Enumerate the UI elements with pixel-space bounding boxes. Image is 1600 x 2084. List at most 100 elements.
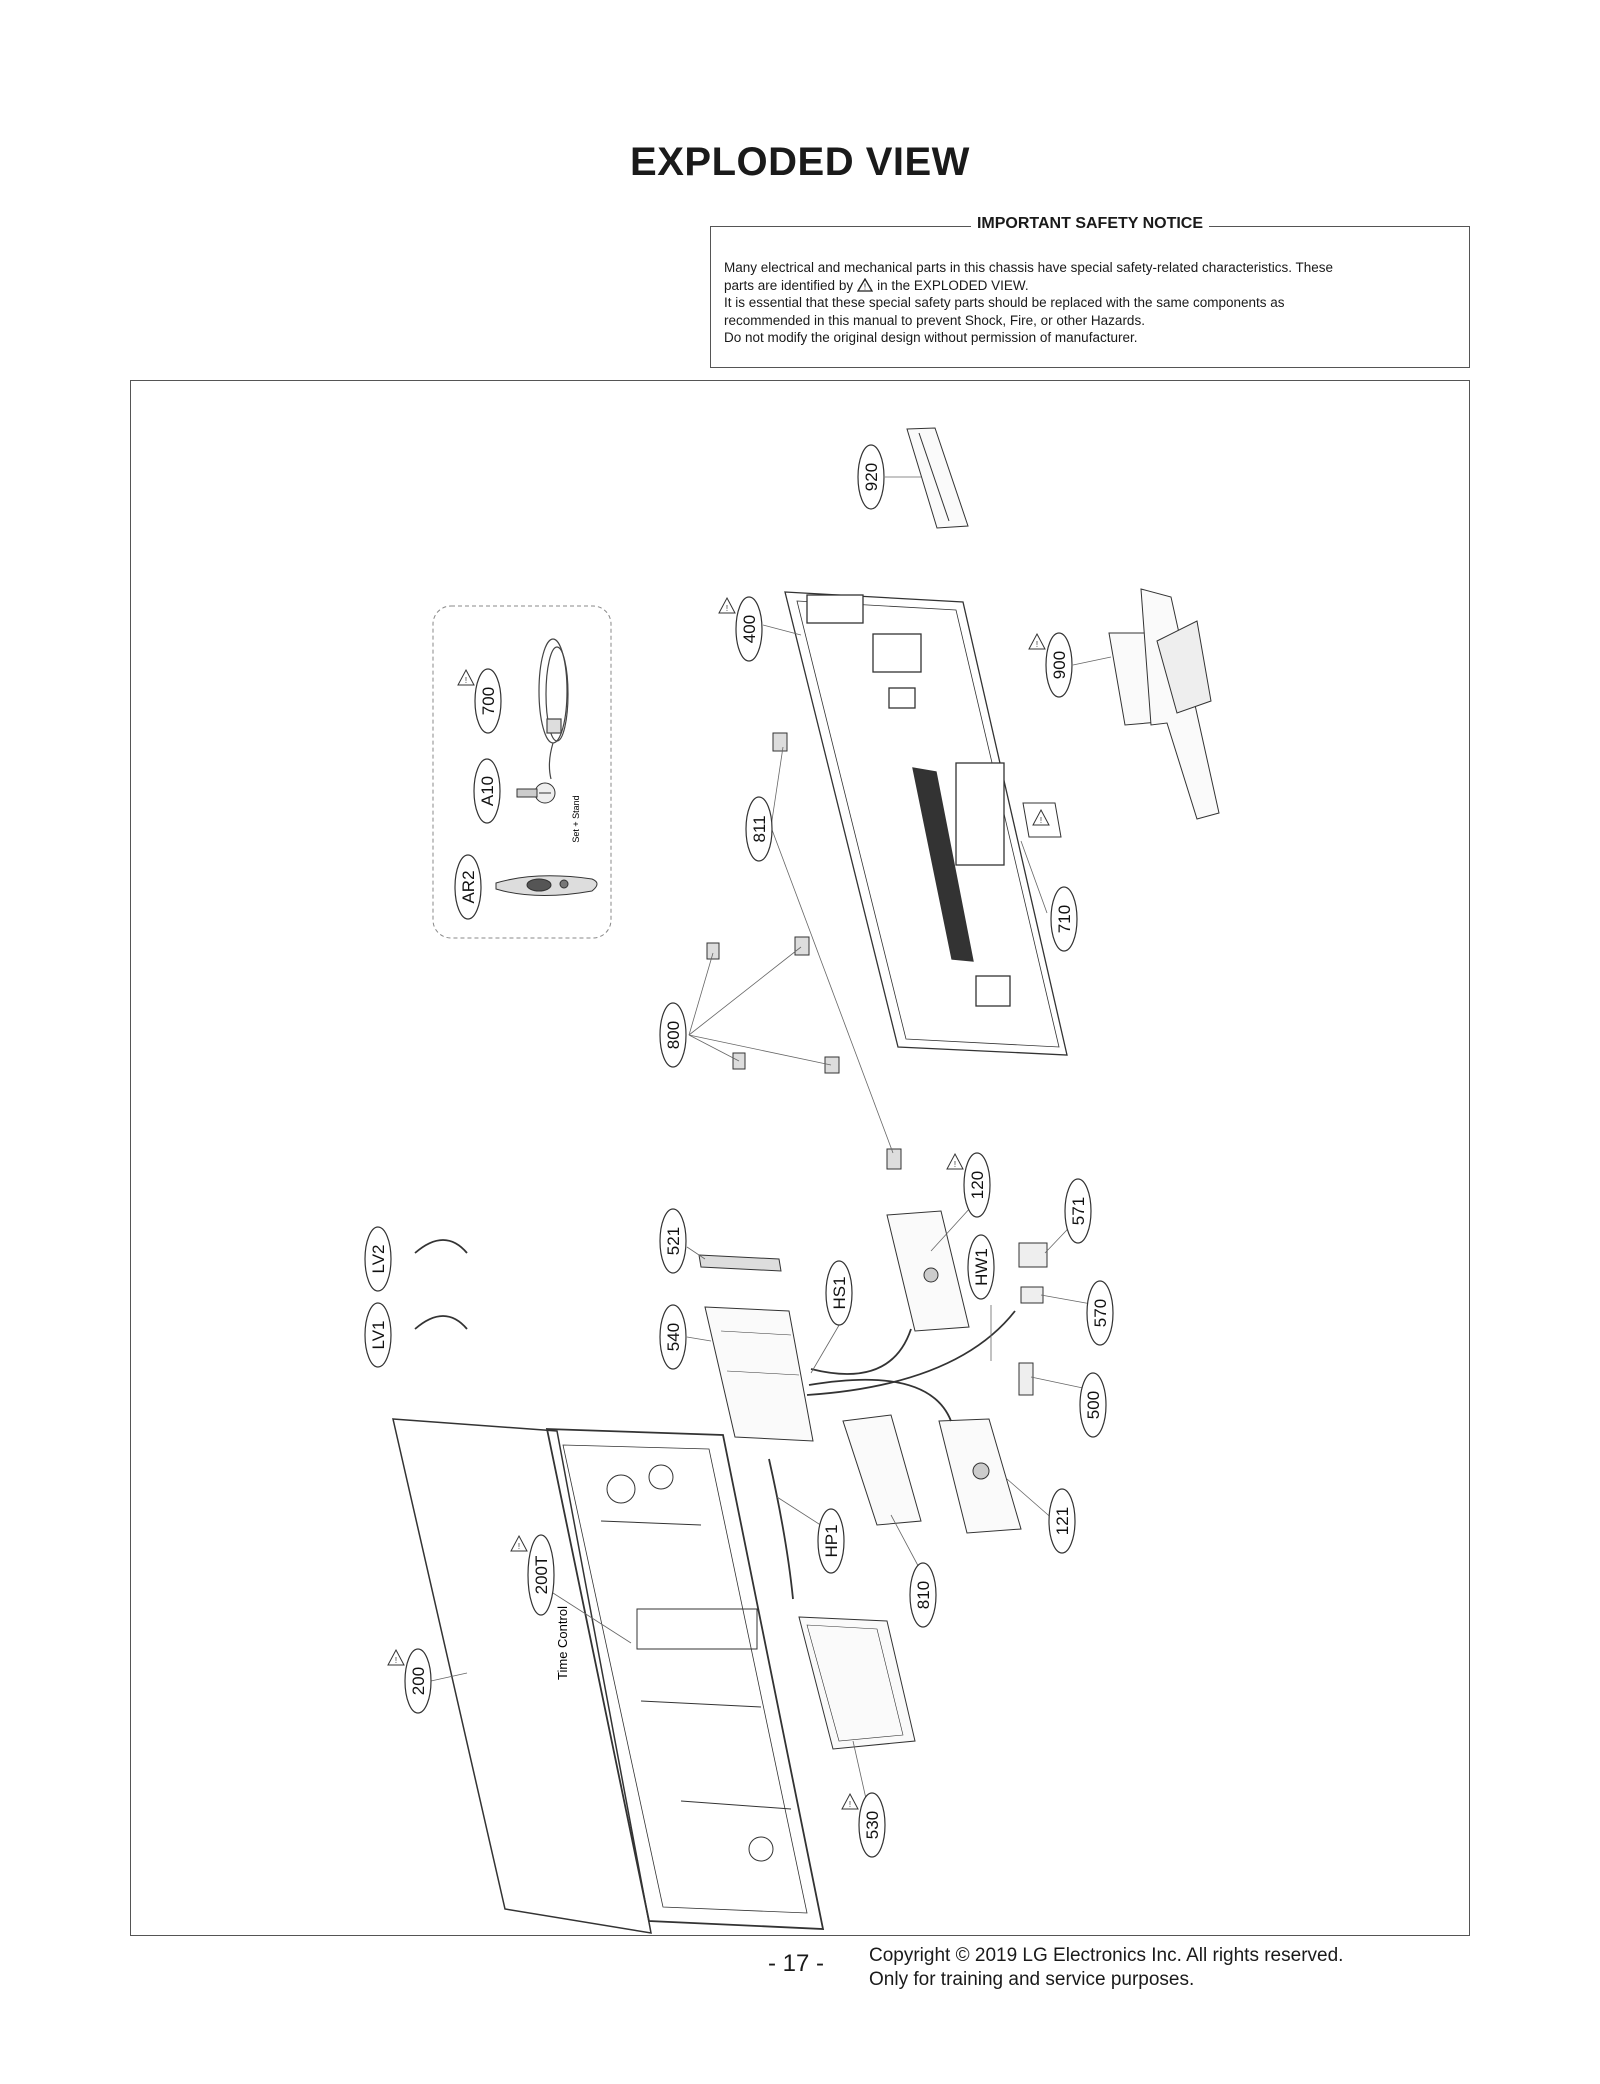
notice-line-3: It is essential that these special safet… (724, 295, 1285, 310)
part-label-530: 530 (841, 1792, 886, 1858)
part-label-oval (364, 1302, 392, 1368)
part-label-text: 521 (664, 1227, 683, 1255)
part-label-text: 710 (1055, 905, 1074, 933)
exploded-view-diagram: ! Set + Stand (130, 380, 1470, 1936)
warning-triangle-icon: ! (857, 277, 874, 292)
part-label-121: 121 (1048, 1488, 1076, 1554)
part-label-oval (364, 1226, 392, 1292)
part-label-hp1: HP1 (817, 1508, 845, 1574)
copyright-block: Copyright © 2019 LG Electronics Inc. All… (869, 1944, 1343, 1992)
part-label-570: 570 (1086, 1280, 1114, 1346)
warning-triangle-icon (718, 597, 736, 614)
notice-line-5: Do not modify the original design withou… (724, 330, 1138, 345)
part-label-text: 500 (1084, 1391, 1103, 1419)
part-label-hs1: HS1 (825, 1260, 853, 1326)
cover-plate-part (906, 427, 969, 529)
part-label-oval (1079, 1372, 1107, 1438)
frame-part (545, 1428, 825, 1930)
part-label-text: 540 (664, 1323, 683, 1351)
part-label-500: 500 (1079, 1372, 1107, 1438)
part-label-text: 571 (1069, 1197, 1088, 1225)
part-label-oval (909, 1562, 937, 1628)
notice-line-1: Many electrical and mechanical parts in … (724, 260, 1334, 275)
part-label-lv1: LV1 (364, 1302, 392, 1368)
part-label-text: 121 (1053, 1507, 1072, 1535)
part-label-lv2: LV2 (364, 1226, 392, 1292)
part-label-text: 811 (750, 815, 769, 842)
part-label-oval (1064, 1178, 1092, 1244)
speaker-121-part (938, 1418, 1022, 1534)
notice-line-4: recommended in this manual to prevent Sh… (724, 312, 1145, 328)
leader-lines-800 (688, 746, 894, 1154)
power-cord-part (538, 638, 569, 780)
part-label-oval (659, 1208, 687, 1274)
notice-line-2: parts are identified by!in the EXPLODED … (724, 277, 1458, 295)
warning-triangle-icon (1028, 633, 1046, 650)
part-label-oval (825, 1260, 853, 1326)
part-label-800: 800 (659, 1002, 687, 1068)
part-label-text: 700 (479, 687, 498, 715)
set-stand-text: Set + Stand (571, 795, 581, 842)
page-number: - 17 - (768, 1950, 825, 1977)
page-title: EXPLODED VIEW (630, 140, 970, 184)
part-label-ar2: AR2 (454, 854, 482, 920)
part-label-oval (858, 1792, 886, 1858)
stand-part (1108, 588, 1220, 820)
warning-triangle-icon (946, 1153, 964, 1170)
part-label-text: 200T (532, 1556, 551, 1595)
part-label-400: 400 (718, 596, 763, 662)
screw-part (516, 782, 556, 804)
copyright-line-2: Only for training and service purposes. (869, 1969, 1195, 1990)
part-label-text: HS1 (830, 1276, 849, 1309)
part-label-text: AR2 (459, 870, 478, 903)
part-label-text: HW1 (972, 1248, 991, 1286)
part-label-oval (1086, 1280, 1114, 1346)
part-label-text: 120 (968, 1171, 987, 1199)
part-label-text: HP1 (822, 1524, 841, 1557)
speaker-120-part (886, 1210, 970, 1332)
part-label-text: A10 (478, 776, 497, 806)
notice-line-2a: parts are identified by (724, 277, 854, 293)
board-571-part (1018, 1242, 1048, 1268)
time-control-text: Time Control (555, 1606, 570, 1680)
part-label-oval (735, 596, 763, 662)
back-cover-part (784, 591, 1068, 1056)
part-label-oval (527, 1534, 555, 1616)
part-label-oval (659, 1002, 687, 1068)
part-label-oval (857, 444, 885, 510)
part-label-120: 120 (946, 1152, 991, 1218)
part-label-540: 540 (659, 1304, 687, 1370)
part-label-oval (1045, 632, 1073, 698)
part-label-oval (454, 854, 482, 920)
part-label-521: 521 (659, 1208, 687, 1274)
part-label-text: 900 (1050, 651, 1069, 679)
part-label-920: 920 (857, 444, 885, 510)
part-label-text: 530 (863, 1811, 882, 1839)
power-board-part (798, 1616, 916, 1750)
safety-notice-box: IMPORTANT SAFETY NOTICE Many electrical … (710, 215, 1470, 368)
part-label-oval (404, 1648, 432, 1714)
bracket-521-part (698, 1254, 782, 1272)
part-label-oval (473, 758, 501, 824)
safety-notice-body: Many electrical and mechanical parts in … (724, 259, 1458, 347)
part-label-hw1: HW1 (967, 1234, 995, 1300)
warning-triangle-icon (387, 1649, 405, 1666)
board-570-part (1020, 1286, 1044, 1304)
part-label-811: 811 (745, 796, 773, 862)
part-label-810: 810 (909, 1562, 937, 1628)
part-label-700: 700 (457, 668, 502, 734)
part-label-text: 810 (914, 1581, 933, 1609)
part-label-710: 710 (1050, 886, 1078, 952)
part-label-oval (659, 1304, 687, 1370)
safety-notice-heading: IMPORTANT SAFETY NOTICE (970, 215, 1210, 232)
notice-line-2b: in the EXPLODED VIEW. (877, 277, 1029, 293)
part-label-oval (963, 1152, 991, 1218)
part-label-text: 920 (862, 463, 881, 491)
part-label-oval (474, 668, 502, 734)
part-label-text: 400 (740, 615, 759, 643)
part-label-text: 570 (1091, 1299, 1110, 1327)
main-board-part (704, 1306, 814, 1442)
part-label-oval (745, 796, 773, 862)
warning-triangle-icon (841, 1793, 859, 1810)
bracket-parts (706, 732, 902, 1170)
